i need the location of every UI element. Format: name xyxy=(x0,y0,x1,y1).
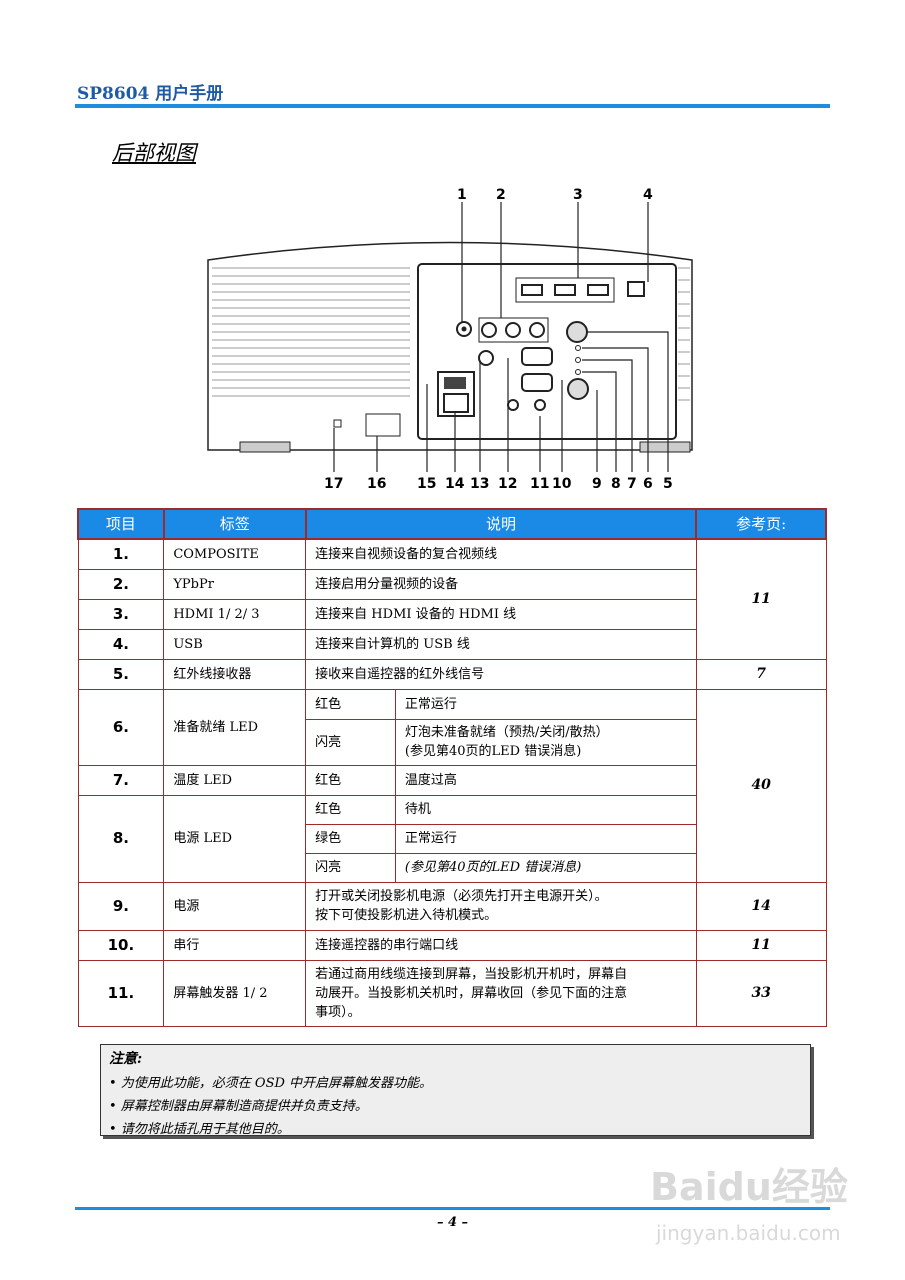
header-title: SP8604 用户手册 xyxy=(77,84,224,104)
table-row: 4. USB 连接来自计算机的 USB 线 xyxy=(77,628,826,660)
page-ref: 14 xyxy=(695,881,827,931)
callout-14: 14 xyxy=(445,476,465,492)
page-ref: 11 xyxy=(695,929,827,961)
note-line: • 屏幕控制器由屏幕制造商提供并负责支持。 xyxy=(109,1099,368,1114)
table-row: 2. YPbPr 连接启用分量视频的设备 xyxy=(77,568,826,600)
page-ref: 11 xyxy=(695,538,827,660)
table-row: 10. 串行 连接遥控器的串行端口线 11 xyxy=(77,929,827,961)
table-row: 6. 准备就绪 LED 红色 正常运行 40 xyxy=(77,688,827,883)
table-row: 1. COMPOSITE 连接来自视频设备的复合视频线 11 xyxy=(77,538,827,660)
page-number: – 4 – xyxy=(436,1215,469,1230)
table-row: 绿色 正常运行 xyxy=(78,823,826,854)
callout-4: 4 xyxy=(643,187,653,203)
callout-2: 2 xyxy=(496,187,506,203)
note-line: • 请勿将此插孔用于其他目的。 xyxy=(109,1122,290,1137)
header-item: 项目 xyxy=(77,508,165,540)
callout-7: 7 xyxy=(627,476,637,492)
table-row: 7. 温度 LED 红色 温度过高 xyxy=(77,764,826,796)
page-ref: 33 xyxy=(695,959,827,1027)
callout-6: 6 xyxy=(643,476,653,492)
header-rule xyxy=(75,104,830,108)
rear-view-diagram: 1 2 3 4 17 16 15 14 13 12 11 10 9 8 7 6 … xyxy=(200,180,700,500)
table-row: 11. 屏幕触发器 1/ 2 若通过商用线缆连接到屏幕，当投影机开机时，屏幕自动… xyxy=(77,959,827,1027)
callout-10: 10 xyxy=(552,476,572,492)
section-title: 后部视图 xyxy=(112,141,196,165)
baidu-watermark: Baidu经验 jingyan.baidu.com xyxy=(650,1150,880,1260)
page-ref: 40 xyxy=(695,688,827,883)
callout-1: 1 xyxy=(457,187,467,203)
table-row: 8. 电源 LED 红色 待机 xyxy=(77,794,826,883)
page-ref: 7 xyxy=(695,658,827,690)
header-page: 参考页: xyxy=(695,508,827,540)
header-desc: 说明 xyxy=(304,508,698,540)
callout-5: 5 xyxy=(663,476,673,492)
callout-8: 8 xyxy=(611,476,621,492)
footer-rule xyxy=(75,1207,830,1210)
callout-13: 13 xyxy=(470,476,489,492)
watermark-url: jingyan.baidu.com xyxy=(655,1221,841,1245)
callout-15: 15 xyxy=(417,476,436,492)
callout-3: 3 xyxy=(573,187,583,203)
callout-12: 12 xyxy=(498,476,517,492)
watermark-brand: Baidu经验 xyxy=(650,1165,848,1209)
note-title: 注意: xyxy=(109,1051,143,1067)
table-row: 5. 红外线接收器 接收来自遥控器的红外线信号 7 xyxy=(77,658,827,690)
callout-17: 17 xyxy=(324,476,343,492)
table-row: 3. HDMI 1/ 2/ 3 连接来自 HDMI 设备的 HDMI 线 xyxy=(77,598,826,630)
spec-table: 项目 标签 说明 参考页: 1. COMPOSITE 连接来自视频设备的复合视频… xyxy=(77,508,827,1027)
projector-rear-illustration: 1 2 3 4 17 16 15 14 13 12 11 10 9 8 7 6 … xyxy=(207,187,693,492)
callout-11: 11 xyxy=(530,476,549,492)
callout-9: 9 xyxy=(592,476,602,492)
note-line: • 为使用此功能，必须在 OSD 中开启屏幕触发器功能。 xyxy=(109,1076,433,1091)
callout-16: 16 xyxy=(367,476,386,492)
table-row: 9. 电源 打开或关闭投影机电源（必须先打开主电源开关）。按下可使投影机进入待机… xyxy=(77,881,827,931)
note-box: 注意: • 为使用此功能，必须在 OSD 中开启屏幕触发器功能。 • 屏幕控制器… xyxy=(100,1044,811,1137)
header-label: 标签 xyxy=(162,508,307,540)
